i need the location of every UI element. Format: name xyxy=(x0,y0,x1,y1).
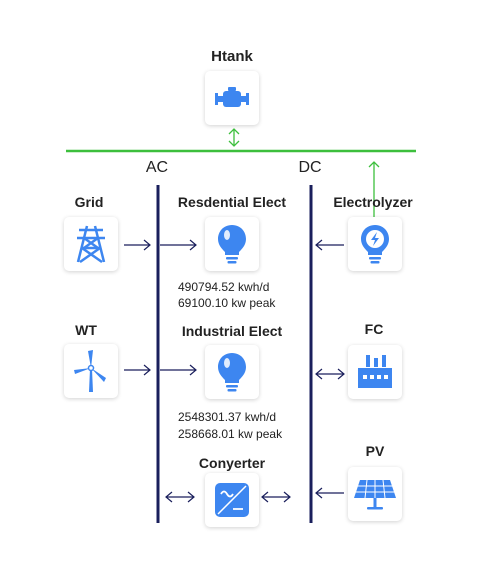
industrial-label: Industrial Elect xyxy=(181,323,283,339)
solar-panel-icon xyxy=(354,479,396,510)
industrial-peak: 258668.01 kw peak xyxy=(178,427,283,441)
industrial-energy: 2548301.37 kwh/d xyxy=(178,410,277,424)
converter-icon xyxy=(215,483,249,517)
industrial-node[interactable] xyxy=(205,345,259,399)
tank-icon xyxy=(215,87,249,107)
industrial-arrow xyxy=(160,364,197,376)
fc-double-arrow xyxy=(315,368,345,380)
factory-icon xyxy=(358,355,392,388)
converter-right-double-arrow xyxy=(261,491,291,503)
ac-bus-label: AC xyxy=(145,159,169,176)
pv-label: PV xyxy=(365,443,385,459)
residential-energy: 490794.52 kwh/d xyxy=(178,280,270,294)
pv-arrow xyxy=(315,487,344,499)
residential-node[interactable] xyxy=(205,217,259,271)
htank-label: Htank xyxy=(211,48,253,65)
wt-node[interactable] xyxy=(64,344,118,398)
lightbulb-icon xyxy=(218,225,246,264)
residential-peak: 69100.10 kw peak xyxy=(178,296,276,310)
fc-label: FC xyxy=(364,321,384,337)
residential-arrow xyxy=(160,239,197,251)
grid-label: Grid xyxy=(74,194,104,210)
grid-node[interactable] xyxy=(64,217,118,271)
wt-arrow xyxy=(124,364,151,376)
residential-label: Resdential Elect xyxy=(177,194,287,210)
electrolyzer-icon xyxy=(361,225,389,264)
dc-bus-label: DC xyxy=(298,159,322,176)
electrolyzer-label: Electrolyzer xyxy=(333,194,413,210)
electrolyzer-node[interactable] xyxy=(348,217,402,271)
transmission-tower-icon xyxy=(76,225,106,264)
htank-double-arrow xyxy=(228,128,240,147)
fc-node[interactable] xyxy=(348,345,402,399)
pv-node[interactable] xyxy=(348,467,402,521)
converter-label: Conyerter xyxy=(198,455,266,471)
lightbulb-icon xyxy=(218,353,246,392)
electrolyzer-up-arrow xyxy=(368,161,380,217)
wt-label: WT xyxy=(75,322,97,338)
converter-left-double-arrow xyxy=(165,491,195,503)
wind-turbine-icon xyxy=(74,350,106,392)
electrolyzer-arrow xyxy=(315,239,344,251)
htank-node[interactable] xyxy=(205,71,259,125)
converter-node[interactable] xyxy=(205,473,259,527)
grid-arrow xyxy=(124,239,151,251)
